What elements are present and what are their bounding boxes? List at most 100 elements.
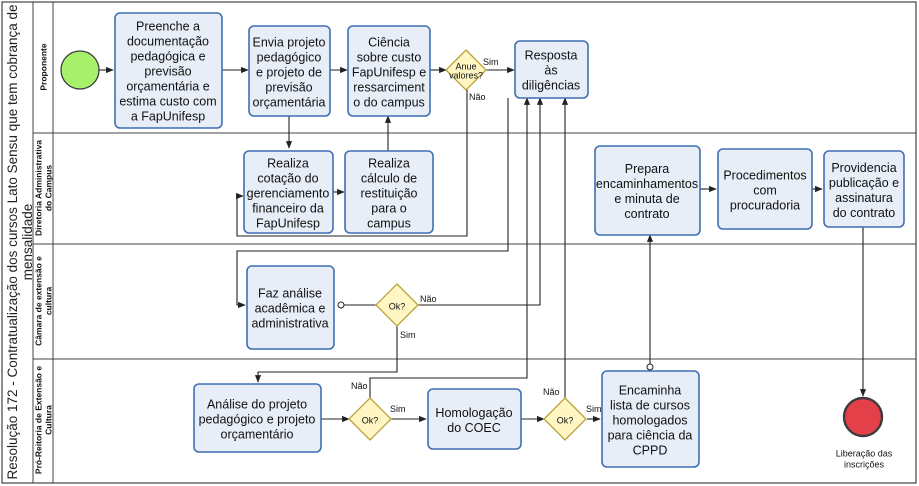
text-line: Ciência bbox=[368, 35, 410, 49]
svg-text:Resolução 172 - Contratualizaç: Resolução 172 - Contratualização dos cur… bbox=[5, 4, 35, 479]
text-line: pedagógica e bbox=[130, 49, 205, 63]
label-sim-ok2: Sim bbox=[390, 404, 406, 414]
gateway-ok-homologacao[interactable]: Ok? bbox=[543, 397, 587, 441]
text-line: mensalidade bbox=[20, 204, 35, 281]
text-line: Providencia bbox=[831, 161, 896, 175]
text-line: acadêmica e bbox=[255, 301, 326, 315]
text-line: Encaminha bbox=[619, 383, 682, 397]
text-line: campus bbox=[367, 216, 411, 230]
text-line: para o bbox=[371, 201, 406, 215]
text-line: e minuta de bbox=[614, 192, 679, 206]
label-nao-ok3: Não bbox=[543, 387, 560, 397]
end-event[interactable] bbox=[842, 396, 884, 438]
text-line: Envia projeto bbox=[253, 35, 326, 49]
text-line: Proponente bbox=[39, 43, 49, 90]
text-line: do contrato bbox=[833, 206, 896, 220]
text-line: CPPD bbox=[633, 443, 668, 457]
text-line: com bbox=[753, 183, 777, 197]
text-line: Realiza bbox=[368, 156, 410, 170]
label-nao-ok1: Não bbox=[420, 294, 437, 304]
gateway-ok-analise[interactable]: Ok? bbox=[348, 397, 392, 441]
text-line: pedagógico bbox=[257, 50, 322, 64]
text-line: pedagógico e projeto bbox=[199, 412, 316, 426]
text-line: Prepara bbox=[625, 162, 670, 176]
lane-label-proreitoria: Pró-Reitoria de Extensão eCultura bbox=[34, 366, 54, 474]
text-line: estima custo com bbox=[119, 94, 216, 108]
text-line: diligências bbox=[522, 78, 580, 92]
sequence-flows bbox=[99, 66, 867, 423]
label-sim-ok3: Sim bbox=[586, 404, 602, 414]
text-line: do COEC bbox=[447, 421, 501, 435]
text-line: do Campus bbox=[44, 165, 54, 212]
lane-label-camara: Câmara de extensão ecultura bbox=[34, 256, 54, 346]
text-line: financeiro da bbox=[252, 201, 324, 215]
text-line: Ok? bbox=[557, 416, 574, 426]
text-line: Pró-Reitoria de Extensão e bbox=[34, 366, 44, 474]
text-line: Preenche a bbox=[136, 19, 200, 33]
svg-text:Ok?: Ok? bbox=[362, 416, 379, 426]
label-nao-ok2: Não bbox=[351, 381, 368, 391]
svg-text:Câmara de extensão ecultura: Câmara de extensão ecultura bbox=[34, 256, 54, 346]
text-line: e projeto de bbox=[256, 65, 322, 79]
text-line: encaminhamentos bbox=[596, 177, 698, 191]
text-line: cotação do bbox=[257, 171, 318, 185]
text-line: Resposta bbox=[525, 48, 578, 62]
text-line: documentação bbox=[127, 34, 209, 48]
text-line: Anue bbox=[455, 62, 476, 72]
lane-label-diretoria: Diretoria Administrativado Campus bbox=[34, 140, 54, 236]
text-line: publicação e bbox=[829, 176, 899, 190]
start-event[interactable] bbox=[60, 50, 100, 90]
svg-text:Proponente: Proponente bbox=[39, 43, 49, 90]
text-line: Procedimentos bbox=[723, 168, 806, 182]
gateway-ok-camara[interactable]: Ok? bbox=[375, 283, 419, 327]
text-line: Realiza bbox=[267, 156, 309, 170]
text-line: Cultura bbox=[44, 405, 54, 435]
label-nao-anue: Não bbox=[469, 92, 486, 102]
text-line: orçamentária e bbox=[126, 79, 209, 93]
text-line: gerenciamento bbox=[247, 186, 330, 200]
lane-label-proponente: Proponente bbox=[39, 43, 49, 90]
text-line: assinatura bbox=[835, 191, 893, 205]
text-line: orçamentário bbox=[221, 427, 294, 441]
text-line: Câmara de extensão e bbox=[34, 256, 44, 346]
text-line: FapUnifesp bbox=[256, 216, 320, 230]
label-sim-anue: Sim bbox=[483, 57, 499, 67]
text-line: lista de cursos bbox=[610, 398, 690, 412]
text-line: Diretoria Administrativa bbox=[34, 140, 44, 236]
text-line: restituição bbox=[361, 186, 418, 200]
text-line: orçamentária bbox=[253, 95, 326, 109]
text-line: Ok? bbox=[389, 302, 406, 312]
text-line: a FapUnifesp bbox=[131, 109, 205, 123]
svg-text:Diretoria Administrativado Cam: Diretoria Administrativado Campus bbox=[34, 140, 54, 236]
text-line: ressarciment bbox=[353, 80, 425, 94]
text-line: às bbox=[544, 63, 557, 77]
label-sim-ok1: Sim bbox=[400, 330, 416, 340]
text-line: Resolução 172 - Contratualização dos cur… bbox=[5, 4, 20, 479]
